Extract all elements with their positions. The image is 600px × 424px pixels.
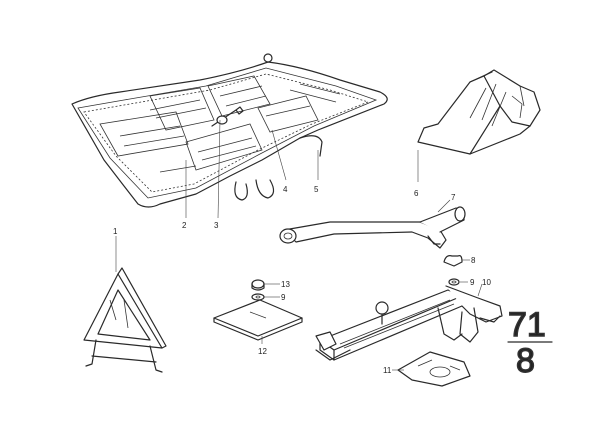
- callout-2: 2: [182, 221, 187, 230]
- wing-nut-13: [251, 279, 265, 291]
- callout-3: 3: [214, 221, 219, 230]
- washer-9-right: [448, 278, 460, 286]
- wing-nut-8: [443, 255, 463, 267]
- callout-9-left: 9: [281, 293, 286, 302]
- warning-triangle: [83, 267, 167, 373]
- page-ref-bottom: 8: [516, 342, 535, 380]
- wheel-chock: [417, 69, 541, 155]
- callout-7: 7: [451, 193, 456, 202]
- base-plate: [397, 351, 471, 387]
- callout-6: 6: [414, 189, 419, 198]
- callout-5: 5: [314, 185, 319, 194]
- callout-13: 13: [281, 280, 290, 289]
- callout-8: 8: [471, 256, 476, 265]
- callout-11: 11: [383, 366, 392, 375]
- jack-crank-handle: [279, 206, 466, 249]
- page-ref-top: 71: [508, 306, 546, 344]
- callout-4: 4: [283, 185, 288, 194]
- callout-1: 1: [113, 227, 118, 236]
- mounting-plate: [213, 299, 303, 341]
- page-reference: 71 8: [507, 305, 553, 381]
- callout-9-right: 9: [470, 278, 475, 287]
- trunk-mat-assembly: [71, 53, 388, 208]
- callout-12: 12: [258, 347, 267, 356]
- callout-10: 10: [482, 278, 491, 287]
- car-jack: [315, 285, 503, 361]
- washer-9-left: [251, 293, 265, 301]
